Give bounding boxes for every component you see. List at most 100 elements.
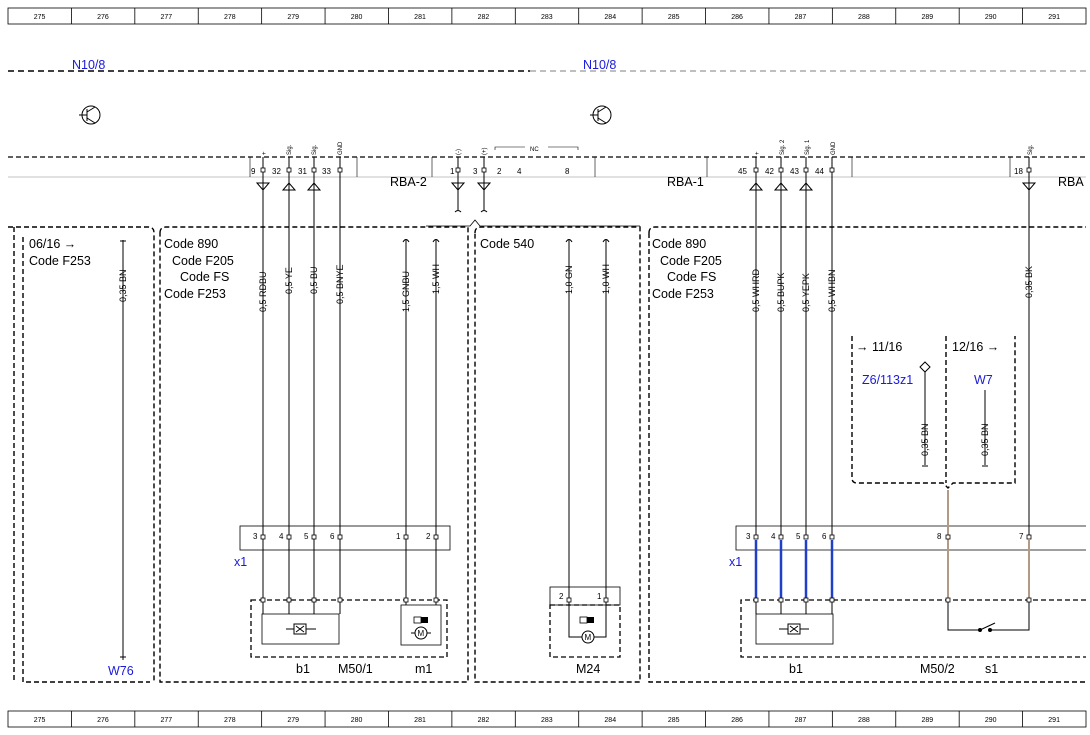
sig-label: GND — [831, 141, 837, 155]
ruler-number: 290 — [985, 717, 997, 724]
terminal-point — [778, 534, 784, 540]
pin-number: 8 — [565, 167, 570, 176]
bottom-pin-numbers: 3 4 5 6 1 2 3 4 5 6 8 7 — [253, 532, 1024, 541]
x1-connector-right — [735, 525, 1086, 551]
module-label-right: N10/8 — [583, 58, 616, 72]
variant-labels: 06/16 → Code F253 Code 890 Code F205 Cod… — [29, 237, 999, 354]
variant-label: Code 540 — [480, 237, 534, 251]
ruler-number: 291 — [1048, 717, 1060, 724]
sig-label: GND — [338, 141, 344, 155]
wire-label: 0,5 RDBU — [258, 271, 268, 312]
terminal-point — [803, 597, 809, 603]
variant-label: → 11/16 — [856, 340, 902, 354]
component-label: s1 — [985, 662, 998, 676]
wire-label: 0,35 BN — [118, 269, 128, 302]
sig-label: + — [262, 151, 268, 155]
terminal-point — [753, 534, 759, 540]
terminal-point — [481, 167, 487, 173]
pin-number: 42 — [765, 167, 774, 176]
terminal-point — [403, 597, 409, 603]
variant-label: Code F253 — [164, 287, 226, 301]
terminal-point — [778, 167, 784, 173]
terminal-point — [311, 534, 317, 540]
wire-label: 0,5 BU — [309, 266, 319, 294]
brown-wire-segments — [947, 490, 1030, 600]
ruler-number: 280 — [351, 14, 363, 21]
terminal-point — [1026, 167, 1032, 173]
pin-number: 2 — [559, 592, 564, 601]
connector-label-x1-left: x1 — [234, 555, 247, 569]
signal-labels: + Sig. Sig. GND (-) (+) NC + Sig. 2 Sig.… — [262, 139, 1034, 155]
wires — [122, 157, 1030, 660]
terminal-point — [803, 534, 809, 540]
ruler-number: 283 — [541, 14, 553, 21]
blue-wire-segments — [754, 540, 834, 600]
sig-label: Sig. 2 — [780, 139, 786, 155]
pin-number: 1 — [597, 592, 602, 601]
component-label: m1 — [415, 662, 432, 676]
terminal-point — [829, 597, 835, 603]
terminal-point — [433, 534, 439, 540]
component-label: b1 — [296, 662, 310, 676]
terminal-point — [403, 534, 409, 540]
ruler-number: 289 — [921, 717, 933, 724]
sig-label: (-) — [456, 149, 462, 155]
terminal-point — [311, 597, 317, 603]
motor-icon: M — [568, 612, 607, 644]
variant-label: Code F253 — [652, 287, 714, 301]
ruler-number: 279 — [287, 14, 299, 21]
terminal-point — [566, 597, 572, 603]
ruler-number: 281 — [414, 14, 426, 21]
wire-label: 0,5 WHRD — [751, 268, 761, 312]
wire-label: 1,5 GNBU — [401, 271, 411, 312]
ruler-number: 282 — [478, 14, 490, 21]
ruler-number: 286 — [731, 717, 743, 724]
pin-number: 32 — [272, 167, 281, 176]
terminal-point — [829, 167, 835, 173]
terminal-point — [945, 534, 951, 540]
pin-number: 8 — [937, 532, 942, 541]
pin-number: 2 — [426, 532, 431, 541]
ruler-number: 281 — [414, 717, 426, 724]
component-label: M24 — [576, 662, 600, 676]
motor-label: M — [418, 629, 425, 638]
variant-label: Code F253 — [29, 254, 91, 268]
ruler-number: 284 — [604, 717, 616, 724]
pin-number: 44 — [815, 167, 824, 176]
sig-label: Sig. — [287, 144, 293, 155]
nc-bracket — [494, 146, 579, 150]
pin-number: 4 — [279, 532, 284, 541]
ruler-number: 285 — [668, 14, 680, 21]
wire-label: 0,5 YE — [284, 267, 294, 294]
pin-number: 1 — [396, 532, 401, 541]
pin-number: 6 — [330, 532, 335, 541]
component-label: M50/2 — [920, 662, 955, 676]
pin-number: 5 — [796, 532, 801, 541]
wire-label: 1,0 GN — [564, 265, 574, 294]
sig-label: + — [755, 151, 761, 155]
connector-label-rba1: RBA-1 — [667, 175, 704, 189]
x1-connector-left — [239, 525, 451, 551]
ruler-number: 275 — [34, 717, 46, 724]
ruler-number: 282 — [478, 717, 490, 724]
top-pin-numbers: 9 32 31 33 1 3 2 4 8 45 42 43 44 18 — [251, 167, 1023, 176]
variant-label: Code F205 — [660, 254, 722, 268]
pin-number: 6 — [822, 532, 827, 541]
wire-label: 0,5 YEPK — [801, 273, 811, 312]
terminal-point — [337, 597, 343, 603]
terminal-point — [945, 597, 951, 603]
connector-band — [8, 156, 1086, 178]
top-ruler — [7, 7, 1087, 25]
variant-boxes — [8, 226, 1086, 683]
variant-label: Code 890 — [164, 237, 218, 251]
ruler-number: 278 — [224, 717, 236, 724]
ruler-number: 275 — [34, 14, 46, 21]
terminal-point — [778, 597, 784, 603]
terminal-point — [433, 597, 439, 603]
pin-number: 4 — [771, 532, 776, 541]
ruler-number: 291 — [1048, 14, 1060, 21]
ref-z6: Z6/113z1 — [862, 373, 913, 387]
sig-label: NC — [530, 147, 539, 153]
